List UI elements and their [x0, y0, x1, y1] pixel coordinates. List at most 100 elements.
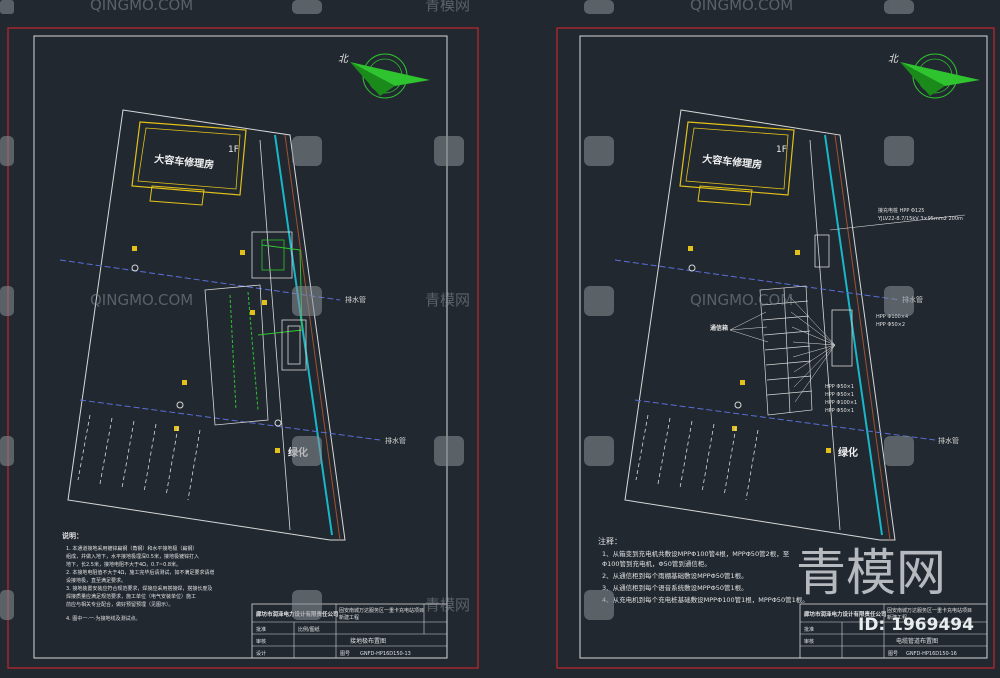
- sheet-right-inner-frame: [579, 35, 988, 659]
- note-line: 设接地极，直至满足要求。: [66, 577, 126, 584]
- note-line: 4、从充电机到每个充电桩基础敷设MPPΦ100管1根，MPPΦ50管1根。: [602, 595, 809, 604]
- sheet-right: 北 大容车修理房 1F 排水管 排水管 接充电桩 HPP Φ125 YJLV22…: [556, 27, 995, 669]
- project-name: 固安南城万达服务区一重卡充电站项目: [887, 607, 972, 614]
- ground-line-1: [229, 294, 237, 411]
- sheet-right-outer-frame: [556, 27, 995, 669]
- watermark-site-en: QINGMO.COM: [90, 291, 193, 309]
- notes-title: 注释：: [598, 536, 622, 546]
- watermark-id: ID: 1969494: [858, 615, 974, 635]
- note-line: 2、从通信柜到每个雨棚基础敷设MPPΦ50管1根。: [602, 571, 748, 580]
- building-floor-label: 1F: [776, 145, 787, 155]
- watermark-big-cn: 青模网: [796, 544, 946, 602]
- conduit-fan: [729, 296, 836, 403]
- row-check: 批准: [804, 626, 814, 633]
- watermark-site-cn: 青模网: [425, 0, 470, 14]
- drain-label-1: 排水管: [345, 295, 366, 304]
- row-review: 审核: [256, 638, 266, 645]
- charger-box: [281, 319, 307, 371]
- drawing-name: 电缆管道布置图: [896, 637, 938, 645]
- building-name: 大容车修理房: [702, 152, 763, 171]
- green-area-label: 绿化: [838, 446, 858, 459]
- note-line: 1. 本通道接地采用镀锌扁钢（角钢）和水平接地极（扁钢）: [66, 545, 197, 552]
- charging-pile-grid: [759, 285, 813, 416]
- comm-box-label: 通信箱: [710, 324, 728, 332]
- ground-points: [131, 246, 282, 453]
- cable-label-1: 接充电桩 HPP Φ125: [878, 207, 924, 214]
- note-line: 1、从箱变到充电机共敷设MPPΦ100管4根，MPPΦ50管2根，至: [602, 549, 790, 558]
- note-line: 2. 本接地电阻值不大于4Ω，施工完毕后请测试，如不满足要求请增: [66, 569, 214, 576]
- watermark-logo-icon: [0, 0, 914, 620]
- cable-label-2: YJLV22-8.7/15kV 3×95mm2 200m: [877, 216, 963, 222]
- drawing-no: GNFD-HP16D150-16: [906, 651, 957, 657]
- conduit-label-1: HPP Φ100×4: [876, 314, 908, 320]
- conduit-label: HPP Φ100×1: [825, 400, 857, 406]
- note-line: 3. 接地装置安装应符合规范要求，焊接应采用搭接焊，搭接长度及: [66, 585, 212, 592]
- notes-block: 1. 本通道接地采用镀锌扁钢（角钢）和水平接地极（扁钢） 组成，并做入地下，水平…: [66, 545, 214, 622]
- conduit-label: HPP Φ50×1: [825, 408, 854, 414]
- row-check: 批准: [256, 626, 266, 633]
- watermark-site-en: QINGMO.COM: [690, 0, 793, 14]
- north-label: 北: [338, 53, 349, 65]
- road-edge-line: [259, 139, 291, 531]
- watermark-site-en: QINGMO.COM: [90, 0, 193, 14]
- building-inner-outline: [137, 127, 241, 190]
- north-arrow-icon: [350, 53, 430, 99]
- note-line: Φ100管到充电机，Φ50管到通信柜。: [602, 559, 711, 568]
- company-name: 廊坊市润泽电力设计有限责任公司: [804, 610, 887, 618]
- conduit-label-2: HPP Φ50×2: [876, 322, 905, 328]
- cyan-road-line: [274, 134, 333, 536]
- charger-inner: [287, 325, 301, 365]
- row-design: 设计: [256, 650, 266, 657]
- drain-pipe-2: [634, 399, 936, 441]
- drawing-no-label: 图号: [888, 651, 898, 657]
- brown-boundary-line: [834, 134, 891, 541]
- note-line: 焊接质量应满足规范要求，施工单位（电气安装单位）施工: [66, 593, 196, 600]
- transformer-inner: [261, 239, 285, 271]
- site-boundary: [67, 109, 346, 541]
- drain-pipe-2: [79, 399, 381, 441]
- building-floor-label: 1F: [228, 145, 239, 155]
- scale-label: 比例/图纸: [298, 626, 320, 633]
- sheet-left: 北 大容车修理房 1F 排水管 排水管: [7, 27, 479, 669]
- building-entrance: [149, 185, 205, 206]
- charger-box: [831, 309, 853, 367]
- conduit-label: HPP Φ50×1: [825, 384, 854, 390]
- building-outline: [131, 121, 247, 196]
- ground-line-2: [247, 291, 259, 411]
- building-entrance: [697, 185, 753, 206]
- drawing-no: GNFD-HP16D150-13: [360, 651, 411, 657]
- north-arrow-icon: [900, 53, 980, 99]
- drain-label-2: 排水管: [385, 436, 406, 445]
- building-inner-outline: [685, 127, 789, 190]
- drawing-no-label: 图号: [340, 651, 350, 657]
- project-name: 固安南城万达服务区一重卡充电站项目: [339, 607, 424, 614]
- building-name: 大容车修理房: [154, 152, 215, 171]
- note-line: 4. 图中一·一·为接地线及测试点。: [66, 615, 141, 622]
- conduit-label: HPP Φ50×1: [825, 392, 854, 398]
- north-label: 北: [888, 53, 899, 65]
- ground-points: [688, 246, 831, 453]
- note-line: 前应与相关专业配合，做好预留预埋（见图示）。: [66, 601, 174, 608]
- drain-pipe-1: [614, 259, 901, 301]
- watermark-site-cn: 青模网: [425, 291, 470, 309]
- watermark-site-cn: 青模网: [425, 596, 470, 614]
- notes-title: 说明：: [62, 531, 83, 540]
- note-line: 组成，并做入地下，水平接地极埋深0.5米，接地极镀锌打入: [66, 553, 199, 560]
- building-outline: [679, 121, 795, 196]
- transformer-box: [814, 234, 830, 268]
- canopy-area: [204, 284, 269, 426]
- project-sub: 新建工程: [339, 614, 359, 621]
- note-line: 3、从通信柜到每个语音系统敷设MPPΦ50管1根。: [602, 583, 748, 592]
- parking-stalls: [635, 414, 759, 501]
- cable-leader: [829, 214, 966, 231]
- notes-block: 1、从箱变到充电机共敷设MPPΦ100管4根，MPPΦ50管2根，至 Φ100管…: [602, 549, 809, 604]
- row-review: 审核: [804, 638, 814, 645]
- transformer-box: [251, 231, 293, 279]
- title-block-left: 廊坊市润泽电力设计有限责任公司 固安南城万达服务区一重卡充电站项目 新建工程 批…: [251, 603, 448, 659]
- note-line: 地下，长2.5米，接地电阻不大于4Ω，0.7~0.8米。: [66, 561, 181, 568]
- lower-conduit-labels: HPP Φ50×1 HPP Φ50×1 HPP Φ100×1 HPP Φ50×1: [825, 384, 857, 414]
- sheet-left-inner-frame: [33, 35, 448, 659]
- brown-boundary-line: [284, 134, 341, 541]
- watermark-site-en: QINGMO.COM: [690, 291, 793, 309]
